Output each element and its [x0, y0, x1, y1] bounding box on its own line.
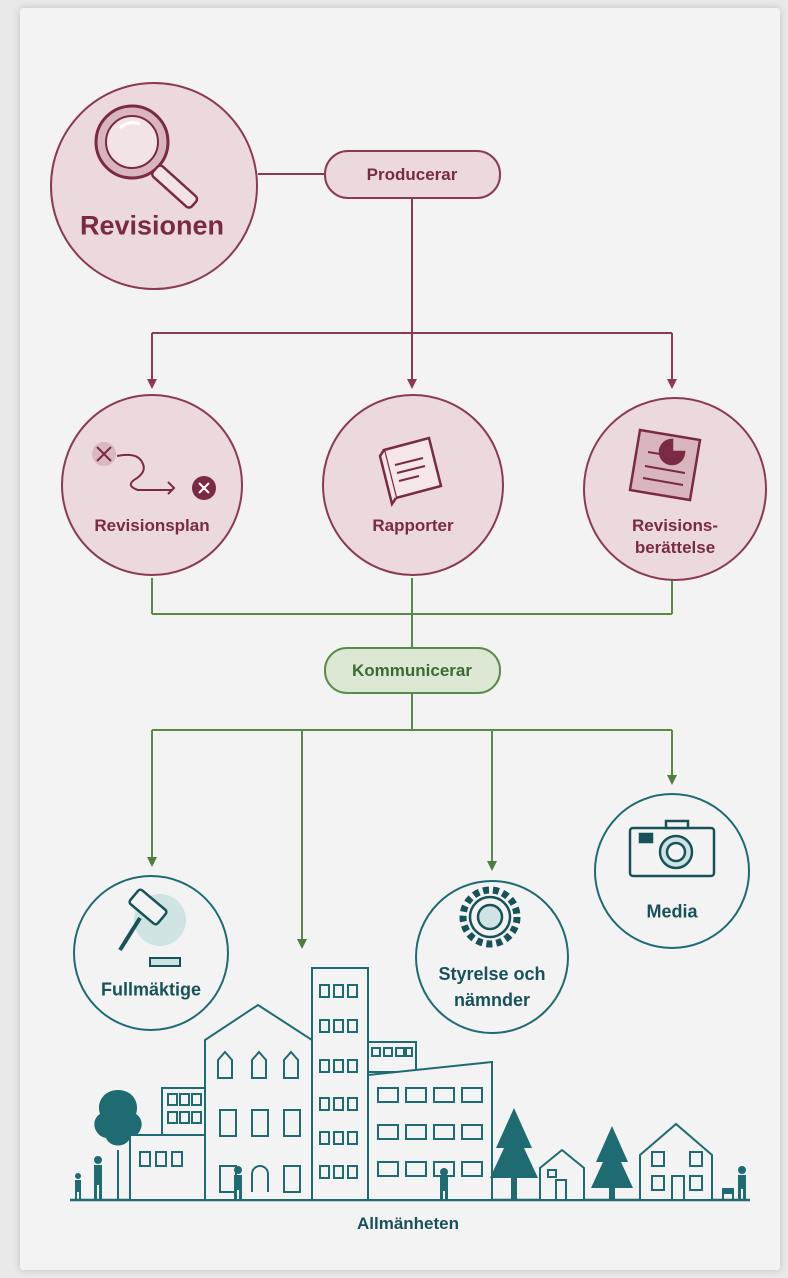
- output-label-rapporter: Rapporter: [372, 516, 454, 535]
- recipient-label-fullmaktige: Fullmäktige: [100, 979, 202, 1000]
- recipient-label-styrelse: Styrelse och nämnder: [438, 964, 546, 1010]
- media-node: [594, 793, 750, 949]
- fullmaktige-node: [73, 875, 229, 1031]
- styrelse-node: [415, 880, 569, 1034]
- revisionen-node: [50, 82, 258, 290]
- report-book-icon: [378, 436, 443, 508]
- route-plan-icon: [92, 442, 216, 500]
- producerar-label: Producerar: [366, 165, 458, 184]
- recipient-label-media: Media: [646, 901, 698, 922]
- pine-tree-icon: [490, 1108, 538, 1200]
- output-label-revisionsberattelse: Revisions- berättelse: [632, 516, 718, 557]
- document-chart-icon: [628, 428, 702, 502]
- gear-icon: [459, 886, 521, 948]
- city-illustration: [70, 967, 750, 1202]
- allmanheten-label: Allmänheten: [356, 1214, 460, 1233]
- revisionsberattelse-node: [583, 397, 767, 581]
- revisionen-label: Revisionen: [79, 210, 225, 241]
- produce-connectors: [147, 173, 677, 389]
- pine-tree-icon: [591, 1126, 633, 1200]
- kommunicerar-label: Kommunicerar: [352, 661, 472, 680]
- camera-icon: [628, 819, 716, 878]
- rapporter-node: [322, 394, 504, 576]
- magnifier-icon: [94, 104, 199, 209]
- communicate-connectors: [147, 578, 677, 949]
- people-icon: [75, 1156, 746, 1200]
- producerar-pill: [324, 150, 501, 199]
- output-label-revisionsplan: Revisionsplan: [94, 516, 210, 535]
- tree-icon: [94, 1090, 142, 1200]
- gavel-icon: [118, 888, 186, 967]
- kommunicerar-pill: [324, 647, 501, 694]
- revisionsplan-node: [61, 394, 243, 576]
